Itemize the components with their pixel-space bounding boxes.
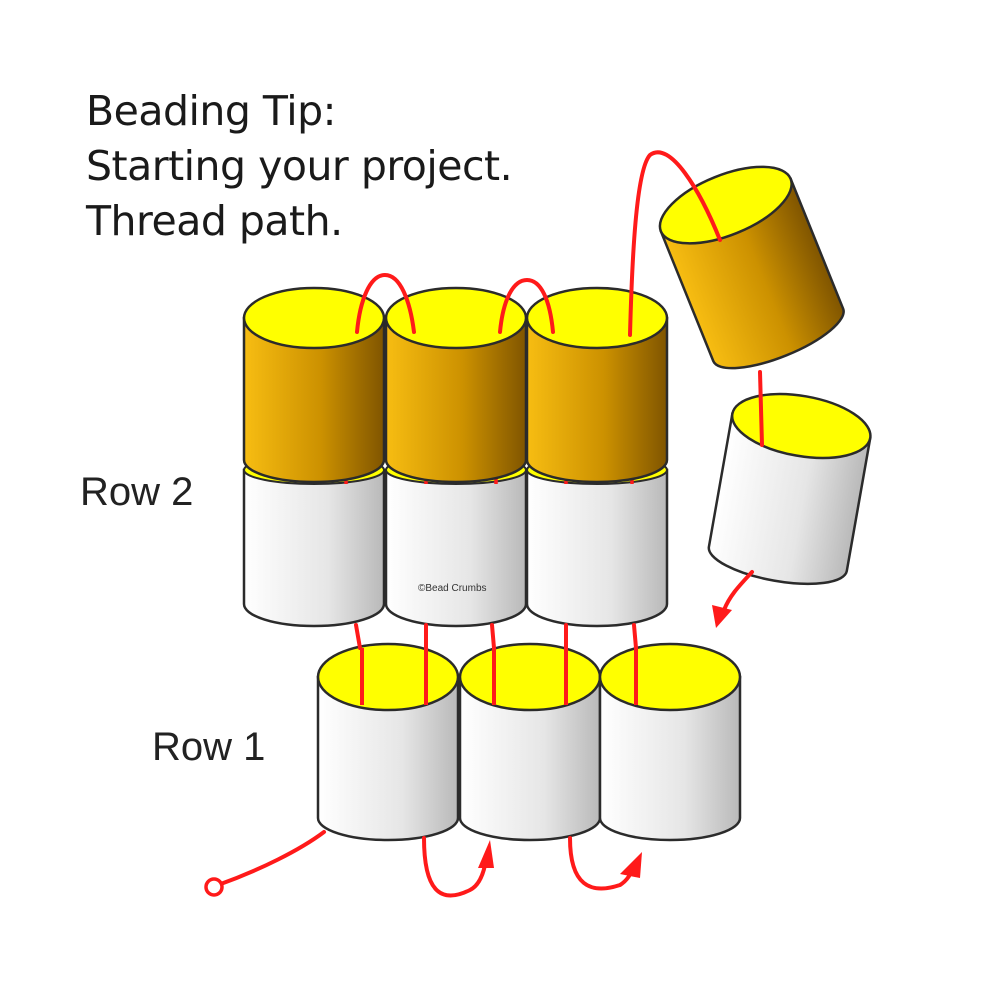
row2-gold-bead-1 [242, 286, 386, 484]
heading-line-1: Beading Tip: [86, 87, 336, 135]
arrowhead-1 [478, 840, 494, 868]
loose-gold-bead [658, 165, 845, 370]
arrowhead-2 [620, 852, 642, 878]
row1-hole-threads [360, 648, 638, 705]
row2-white-bead-2 [384, 468, 528, 628]
row2-gold-bead-3 [525, 286, 669, 484]
heading-line-2: Starting your project. [86, 142, 513, 190]
loose-white-bead [707, 392, 872, 586]
row1-bead-3 [598, 642, 742, 842]
arrowhead-3 [712, 605, 732, 628]
thread-arrowheads [478, 605, 732, 878]
page-heading: Beading Tip: Starting your project. Thre… [86, 84, 513, 249]
thread-path [216, 150, 764, 898]
thread-start-ring [204, 877, 224, 897]
row2-gold-bead-2 [384, 286, 528, 484]
row2-white-bead-3 [525, 468, 669, 628]
credit-text: ©Bead Crumbs [418, 583, 487, 594]
heading-line-3: Thread path. [86, 197, 343, 245]
row1-bead-2 [458, 642, 602, 842]
row2-white-bead-1 [242, 468, 386, 628]
row2-label: Row 2 [80, 470, 193, 514]
row1-bead-1 [316, 642, 460, 842]
row1-label: Row 1 [152, 725, 265, 769]
